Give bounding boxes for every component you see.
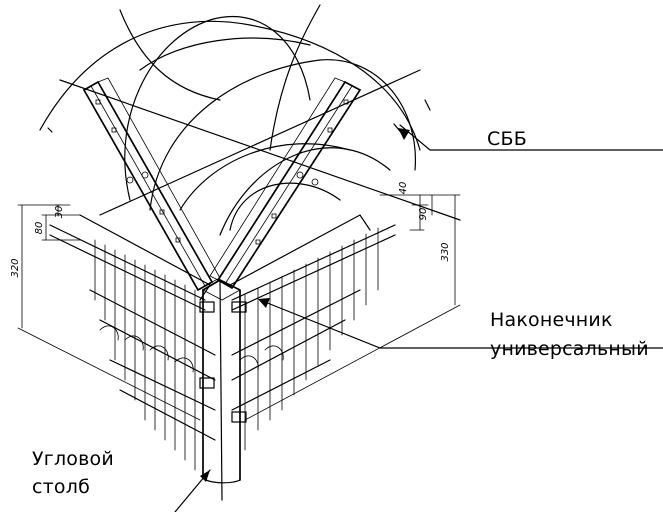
dim-30: 30 — [54, 206, 65, 219]
dim-320: 320 — [10, 258, 21, 277]
label-sbb: СББ — [487, 128, 527, 150]
leader-lines — [174, 123, 663, 512]
left-bracket-arm — [82, 77, 221, 292]
dim-330: 330 — [440, 242, 451, 261]
sbb-leader — [399, 124, 663, 151]
barbed-tape-coils — [39, 4, 461, 236]
right-fence-panel — [229, 214, 396, 451]
left-fence-panel — [49, 214, 216, 471]
label-tip-line2: универсальный — [490, 338, 649, 360]
label-tip-line1: Наконечник — [490, 309, 613, 331]
dim-90: 90 — [418, 208, 429, 221]
right-bracket-arm — [209, 77, 362, 290]
tip-leader — [259, 299, 663, 349]
corner-post — [202, 279, 241, 501]
right-dimensions — [244, 194, 461, 421]
left-dimensions — [17, 204, 201, 421]
dim-40: 40 — [398, 182, 409, 195]
label-post-line1: Угловой — [32, 448, 114, 470]
dim-80: 80 — [34, 222, 45, 235]
label-post-line2: столб — [32, 476, 90, 498]
